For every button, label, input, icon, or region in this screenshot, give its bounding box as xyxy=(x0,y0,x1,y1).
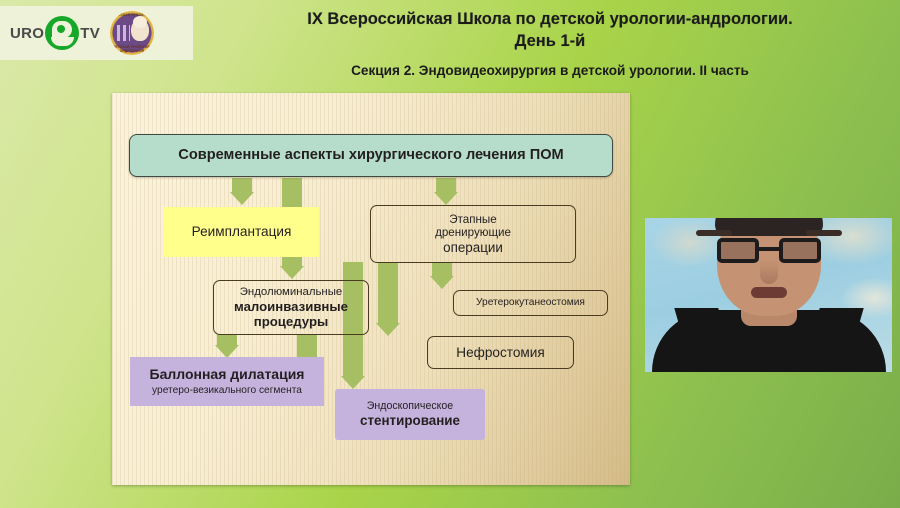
diagram-box-staged-drainage: Этапные дренирующие операции xyxy=(370,205,576,263)
speaker-hair xyxy=(714,218,823,236)
page-subtitle: Секция 2. Эндовидеохирургия в детской ур… xyxy=(351,63,749,79)
endoscopic-stenting-label-line-2: стентирование xyxy=(360,413,460,429)
title-block: IX Всероссийская Школа по детской уролог… xyxy=(200,8,900,80)
nephrostomy-label: Нефростомия xyxy=(456,344,545,360)
endoscopic-stenting-label-line-1: Эндоскопическое xyxy=(366,400,454,413)
diagram-box-reimplantation: Реимплантация xyxy=(164,207,319,257)
speaker-glasses-icon xyxy=(716,238,821,264)
balloon-dilation-label-line-2: уретеро-везикального сегмента xyxy=(152,384,302,396)
page-title: IX Всероссийская Школа по детской уролог… xyxy=(200,8,900,52)
speaker-avatar xyxy=(651,218,886,372)
diagram-box-balloon-dilation: Баллонная дилатация уретеро-везикального… xyxy=(130,357,324,406)
balloon-dilation-label-line-1: Баллонная дилатация xyxy=(149,366,305,383)
endoluminal-label-line-3: процедуры xyxy=(253,314,329,330)
glasses-lens-left xyxy=(716,238,759,263)
staged-label-line-1: Этапные xyxy=(449,212,497,226)
urotv-logo-text-right: TV xyxy=(80,24,101,42)
arrow-header-to-staged xyxy=(432,178,460,206)
arrow-staged-to-nephrostomy xyxy=(374,262,402,337)
arrow-header-to-reimplantation xyxy=(228,178,256,206)
endoluminal-label-line-2: малоинвазивные xyxy=(233,298,348,314)
staged-label-line-2: дренирующие xyxy=(435,226,511,240)
speaker-video-tile[interactable] xyxy=(645,218,892,372)
ureterocutaneostomy-label: Уретерокутанеостомия xyxy=(476,297,585,309)
uro-circle-emblem-icon xyxy=(45,16,80,50)
diagram-box-endoscopic-stenting: Эндоскопическое стентирование xyxy=(335,389,485,440)
urotv-logo: URO TV xyxy=(10,16,100,50)
urotv-logo-text-left: URO xyxy=(10,24,45,42)
badge-bottom-label: ДЕТСКАЯ УРОЛОГИЯ-АНДРОЛОГИЯ xyxy=(112,45,152,53)
diagram-header-label: Современные аспекты хирургического лечен… xyxy=(178,147,564,164)
arrow-staged-to-ureterocutaneostomy xyxy=(428,262,456,290)
diagram-header-box: Современные аспекты хирургического лечен… xyxy=(129,134,613,177)
glasses-bridge xyxy=(758,247,779,251)
arrow-endoluminal-to-balloon xyxy=(213,334,241,359)
page-title-line-2: День 1-й xyxy=(514,32,586,51)
badge-vials-shape xyxy=(117,25,131,41)
arrow-staged-to-stenting xyxy=(339,262,367,390)
speaker-mouth xyxy=(750,287,787,298)
diagram-box-ureterocutaneostomy: Уретерокутанеостомия xyxy=(453,290,608,316)
uro-swoosh-shape xyxy=(51,37,75,46)
badge-top-label: ДЕТСКАЯ УРОЛОГИЯ xyxy=(113,13,151,17)
endoluminal-label-line-1: Эндолюминальные xyxy=(239,285,343,298)
reimplantation-label: Реимплантация xyxy=(191,224,292,240)
badge-baby-shape xyxy=(131,16,150,41)
diagram-box-nephrostomy: Нефростомия xyxy=(427,336,574,369)
speaker-eyebrow-left xyxy=(695,230,732,236)
speaker-eyebrow-right xyxy=(805,230,842,236)
speaker-nose xyxy=(759,260,778,284)
staged-label-line-3: операции xyxy=(443,239,503,255)
presentation-slide: Современные аспекты хирургического лечен… xyxy=(112,93,630,485)
diagram-box-endoluminal: Эндолюминальные малоинвазивные процедуры xyxy=(213,280,369,335)
school-badge-logo-icon: ДЕТСКАЯ УРОЛОГИЯ ДЕТСКАЯ УРОЛОГИЯ-АНДРОЛ… xyxy=(110,11,155,55)
branding-bar: URO TV ДЕТСКАЯ УРОЛОГИЯ ДЕТСКАЯ УРОЛОГИЯ… xyxy=(0,6,193,60)
glasses-lens-right xyxy=(778,238,821,263)
page-title-line-1: IX Всероссийская Школа по детской уролог… xyxy=(307,10,793,28)
